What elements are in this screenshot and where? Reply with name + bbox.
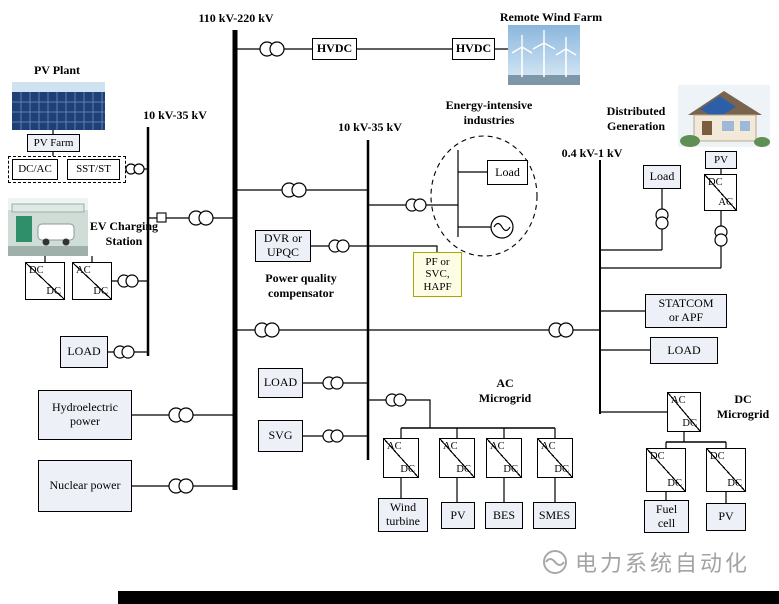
transformer-icon bbox=[259, 41, 285, 57]
pv-farm-box: PV Farm bbox=[27, 134, 80, 152]
transformer-icon bbox=[655, 208, 669, 230]
transformer-icon bbox=[117, 274, 139, 288]
converter-dc-label: DC bbox=[710, 451, 725, 462]
pv-sstst-box: SST/ST bbox=[67, 159, 120, 180]
pv-plant-label: PV Plant bbox=[33, 63, 81, 77]
ev-dcdc-converter: DC DC bbox=[25, 262, 65, 300]
transformer-icon bbox=[714, 225, 728, 247]
converter-dc-label: DC bbox=[29, 265, 44, 276]
converter-ac-label: AC bbox=[718, 197, 733, 208]
hydroelectric-box: Hydroelectric power bbox=[38, 390, 132, 440]
pv-dcac-box: DC/AC bbox=[12, 159, 58, 180]
load-box-left: LOAD bbox=[60, 336, 108, 368]
statcom-apf-box: STATCOM or APF bbox=[645, 294, 727, 328]
dg-load-box: Load bbox=[643, 165, 681, 189]
ev-charging-station-image bbox=[8, 198, 88, 256]
watermark-logo-icon bbox=[541, 548, 569, 576]
hvdc-box-left: HVDC bbox=[312, 38, 357, 60]
bus-label-10kv-mid: 10 kV-35 kV bbox=[338, 120, 402, 134]
watermark-text: 电力系统自动化 bbox=[575, 552, 751, 577]
acdc-converter-bes: AC DC bbox=[486, 438, 522, 478]
converter-dc-label: DC bbox=[93, 286, 108, 297]
bus-label-10kv-left: 10 kV-35 kV bbox=[143, 108, 207, 122]
house-dg-image bbox=[678, 85, 770, 147]
pv-plant-image bbox=[12, 82, 105, 130]
load-box-mid: LOAD bbox=[258, 368, 303, 398]
ev-acdc-converter: AC DC bbox=[72, 262, 112, 300]
hvdc-box-right: HVDC bbox=[452, 38, 495, 60]
busbars bbox=[146, 30, 601, 490]
generator-icon bbox=[490, 215, 514, 239]
transformer-icons bbox=[113, 41, 728, 494]
smes-box: SMES bbox=[533, 502, 576, 529]
transformer-icon bbox=[548, 322, 574, 338]
fuel-cell-box: Fuel cell bbox=[644, 500, 689, 533]
wind-turbine-box: Wind turbine bbox=[378, 498, 428, 532]
transformer-icon bbox=[168, 407, 194, 423]
acdc-converter-pv: AC DC bbox=[439, 438, 475, 478]
converter-dc-label: DC bbox=[667, 478, 682, 489]
converter-ac-label: AC bbox=[443, 441, 458, 452]
converter-ac-label: AC bbox=[671, 395, 686, 406]
industries-load-box: Load bbox=[487, 160, 528, 185]
acdc-converter-wind: AC DC bbox=[383, 438, 419, 478]
converter-ac-label: AC bbox=[541, 441, 556, 452]
svg-box: SVG bbox=[258, 420, 303, 452]
converter-ac-label: AC bbox=[76, 265, 91, 276]
remote-wind-farm-label: Remote Wind Farm bbox=[499, 10, 603, 24]
bus-label-04kv: 0.4 kV-1 kV bbox=[561, 146, 623, 160]
ac-microgrid-label: AC Microgrid bbox=[478, 376, 532, 405]
dvr-upqc-box: DVR or UPQC bbox=[255, 230, 311, 262]
nuclear-box: Nuclear power bbox=[38, 460, 132, 512]
transformer-icon bbox=[322, 376, 344, 390]
transformer-icon bbox=[328, 239, 350, 253]
pv-box-dc-microgrid: PV bbox=[706, 503, 746, 531]
transformer-icon bbox=[168, 478, 194, 494]
bes-box: BES bbox=[485, 502, 523, 529]
transformer-icon bbox=[113, 345, 135, 359]
dc-microgrid-label: DC Microgrid bbox=[716, 392, 770, 421]
transformer-icon bbox=[322, 429, 344, 443]
converter-dc-label: DC bbox=[708, 177, 723, 188]
converter-ac-label: AC bbox=[490, 441, 505, 452]
transformer-icon bbox=[125, 163, 145, 175]
dcdc-converter-fuelcell: DC DC bbox=[646, 448, 686, 492]
converter-dc-label: DC bbox=[682, 418, 697, 429]
converter-dc-label: DC bbox=[503, 464, 518, 475]
transformer-icon bbox=[188, 210, 214, 226]
energy-industries-boundary bbox=[430, 135, 538, 257]
dc-microgrid-acdc-converter: AC DC bbox=[667, 392, 701, 432]
dg-pv-box: PV bbox=[705, 151, 737, 169]
bus-label-110kv: 110 kV-220 kV bbox=[198, 11, 274, 25]
ev-charging-label: EV Charging Station bbox=[89, 219, 159, 248]
breaker-icon bbox=[156, 212, 167, 223]
transformer-icon bbox=[385, 393, 407, 407]
pf-svc-hapf-box: PF or SVC, HAPF bbox=[413, 252, 462, 297]
converter-dc-label: DC bbox=[727, 478, 742, 489]
dg-dcac-converter: DC AC bbox=[704, 174, 737, 211]
distributed-gen-label: Distributed Generation bbox=[606, 104, 666, 133]
converter-dc-label: DC bbox=[400, 464, 415, 475]
converter-ac-label: AC bbox=[387, 441, 402, 452]
energy-industries-label: Energy-intensive industries bbox=[445, 98, 533, 127]
converter-dc-label: DC bbox=[650, 451, 665, 462]
converter-dc-label: DC bbox=[456, 464, 471, 475]
watermark: 电力系统自动化 bbox=[541, 546, 750, 578]
converter-dc-label: DC bbox=[46, 286, 61, 297]
transformer-icon bbox=[254, 322, 280, 338]
transformer-icon bbox=[281, 182, 307, 198]
wind-farm-image bbox=[508, 25, 580, 85]
bottom-black-bar bbox=[118, 591, 779, 604]
pv-box-ac-microgrid: PV bbox=[441, 502, 475, 529]
transformer-icon bbox=[405, 198, 427, 212]
acdc-converter-smes: AC DC bbox=[537, 438, 573, 478]
converter-dc-label: DC bbox=[554, 464, 569, 475]
load-box-right: LOAD bbox=[650, 337, 718, 364]
connection-lines bbox=[44, 48, 727, 503]
pv-converter-group bbox=[8, 156, 126, 183]
dcdc-converter-pv: DC DC bbox=[706, 448, 746, 492]
power-quality-label: Power quality compensator bbox=[265, 271, 337, 300]
